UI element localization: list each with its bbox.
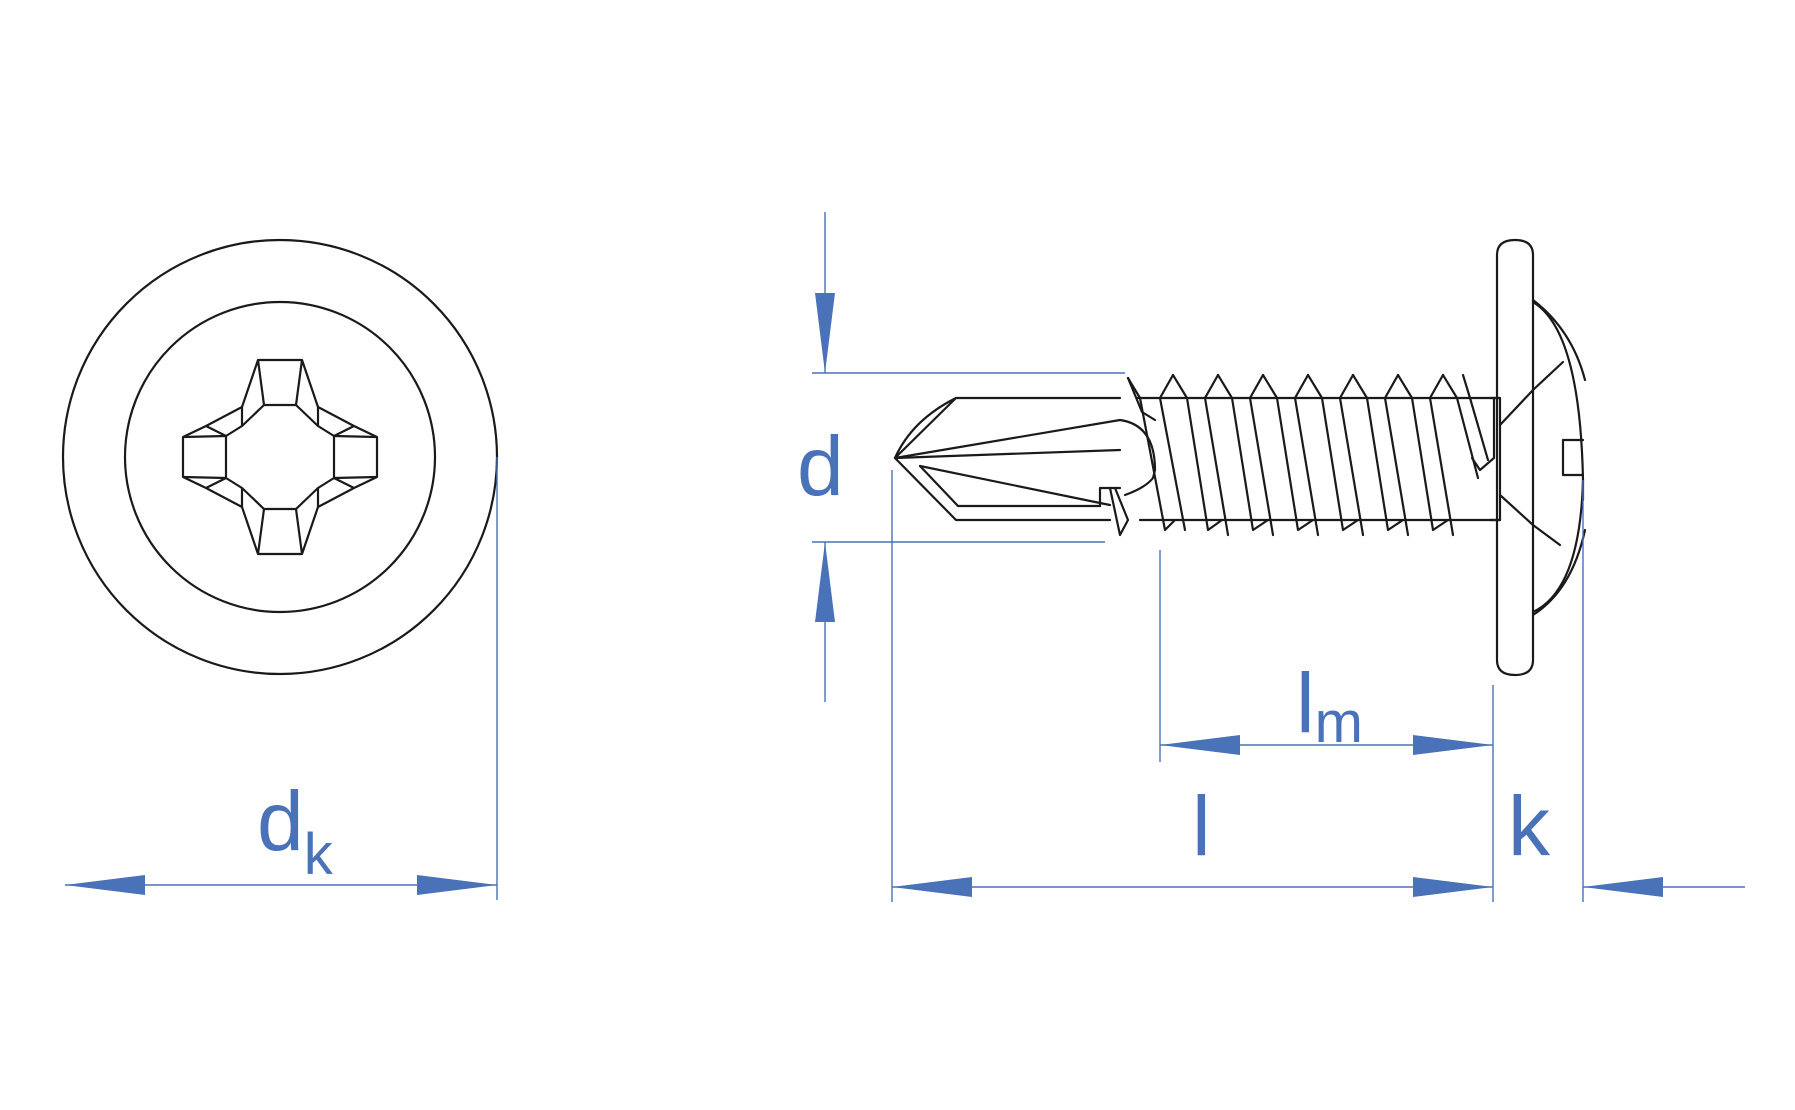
washer-head	[1470, 238, 1587, 677]
threads	[1126, 373, 1490, 537]
head-outer-circle	[61, 238, 499, 676]
labels: dk d lm l k	[257, 419, 1551, 887]
head-top-view	[61, 238, 499, 676]
phillips-recess	[181, 358, 379, 556]
l-label: l	[1192, 779, 1211, 873]
k-label: k	[1508, 779, 1551, 873]
screw-side-view	[893, 238, 1587, 677]
head-inner-circle	[123, 300, 437, 614]
drill-point	[893, 376, 1157, 537]
d-label: d	[797, 419, 844, 513]
dk-label: dk	[257, 774, 334, 887]
dimensions	[65, 212, 1745, 902]
lm-label: lm	[1296, 656, 1363, 755]
